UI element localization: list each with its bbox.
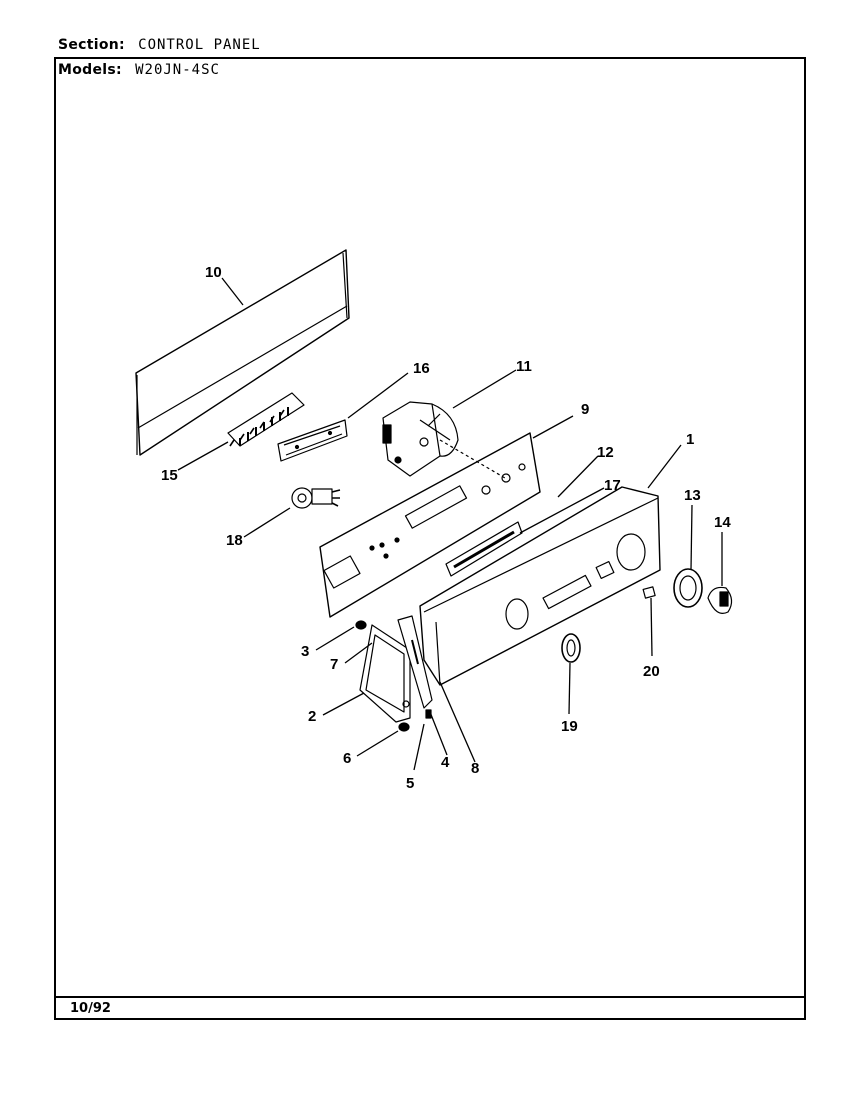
callout-13: 13 [684,487,701,504]
callout-19: 19 [561,718,578,735]
part-19-lens [561,633,581,663]
part-18-switch [291,487,341,509]
part-6-screw [398,722,410,732]
part-10-rear-panel [135,249,350,456]
callout-18: 18 [226,532,243,549]
callout-9: 9 [581,401,589,418]
callout-10: 10 [205,264,222,281]
part-17-display-window [445,521,523,577]
part-3-screw [355,620,367,630]
callout-6: 6 [343,750,351,767]
models-label: Models: [58,62,122,78]
callout-14: 14 [714,514,731,531]
leader-lines [177,277,723,771]
section-label: Section: [58,37,125,53]
callout-20: 20 [643,663,660,680]
part-2-endcap [359,624,411,723]
part-11-timer [382,401,459,477]
part-20-button [642,586,656,599]
footer-date: 10/92 [70,1001,111,1016]
section-heading: Section: CONTROL PANEL [58,37,261,53]
callout-17: 17 [604,477,621,494]
callout-4: 4 [441,754,450,771]
section-value: CONTROL PANEL [138,37,261,53]
part-9-control-plate [319,432,541,618]
callout-8: 8 [471,760,479,777]
models-value: W20JN-4SC [135,62,220,78]
callout-12: 12 [597,444,614,461]
callout-16: 16 [413,360,430,377]
diagram-frame [54,57,806,1020]
part-13-dial [673,568,703,608]
part-1-console [419,486,661,686]
part-8-trim-strip [397,615,433,709]
callout-7: 7 [330,656,338,673]
callout-5: 5 [406,775,414,792]
callout-11: 11 [516,358,532,375]
part-15-terminal-block [227,392,305,447]
callout-2: 2 [308,708,316,725]
part-14-knob [707,586,733,614]
callout-1: 1 [686,431,694,448]
models-heading: Models: W20JN-4SC [58,62,220,78]
callout-3: 3 [301,643,309,660]
part-16-bracket [277,419,348,462]
footer-divider [54,996,806,998]
callout-15: 15 [161,467,178,484]
